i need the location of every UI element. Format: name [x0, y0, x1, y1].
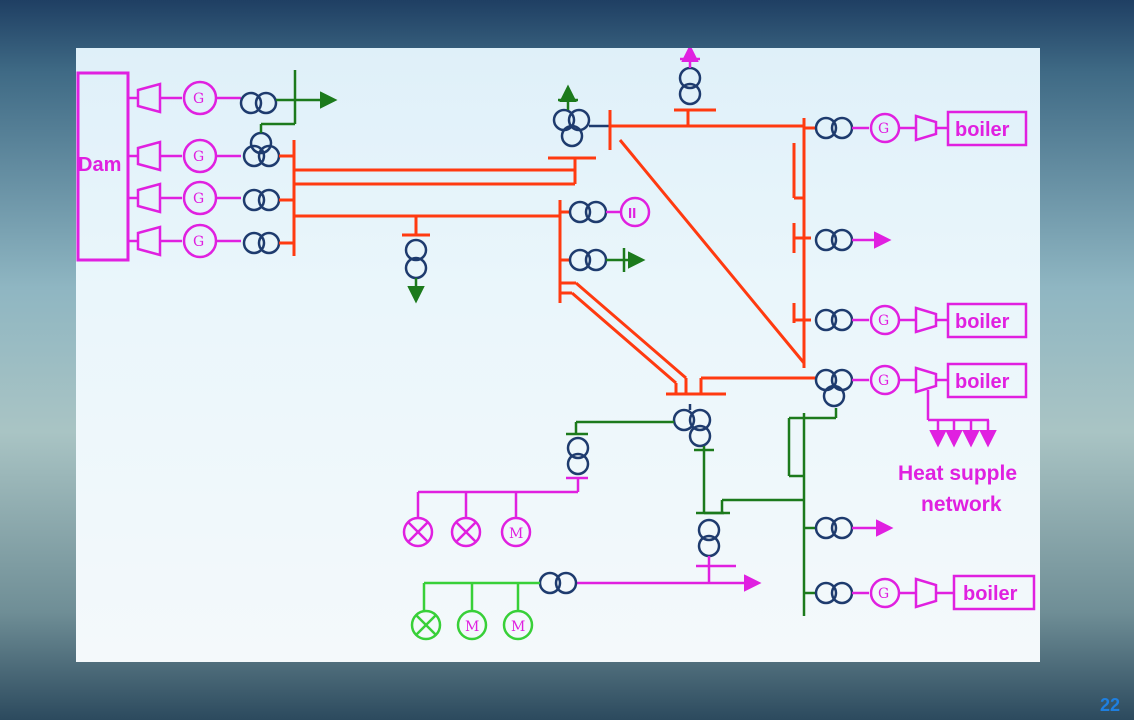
- transformer-icon: [568, 248, 592, 272]
- transformer-icon: [814, 116, 838, 140]
- lamp-load-icon: [410, 609, 442, 641]
- boiler-label: boiler: [955, 119, 1010, 141]
- center-cluster: II: [560, 196, 651, 272]
- top-transformer: [678, 48, 702, 106]
- boiler-label: boiler: [955, 311, 1010, 333]
- motor-icon: [456, 609, 488, 641]
- generator-label: G: [193, 149, 204, 165]
- transformer-icon: [566, 436, 590, 460]
- transformer-icon: [814, 516, 838, 540]
- svg-text:Dam: Dam: [78, 154, 121, 176]
- motor-label: M: [511, 619, 525, 635]
- motor-label: M: [509, 526, 523, 542]
- heat-network-label-2: network: [921, 493, 1002, 516]
- turbine-icon: [914, 114, 938, 142]
- lower-transformer: [672, 404, 712, 448]
- transformer-icon: [814, 308, 838, 332]
- diagonal-lines: [560, 281, 804, 396]
- generator-label: G: [878, 313, 889, 329]
- transformer-icon: [404, 238, 428, 262]
- load-transformer: M: [402, 436, 590, 548]
- motor-icon: [619, 196, 651, 228]
- center-top-transformer: [548, 84, 612, 160]
- generator-label: G: [193, 234, 204, 250]
- dam-green-feeder: [259, 70, 338, 133]
- transformer-icon: [814, 228, 838, 252]
- transformer-icon: [242, 144, 266, 168]
- mv-network: [566, 408, 838, 616]
- power-system-diagram: Dam G G G G: [76, 48, 1036, 641]
- transformer-icon: [697, 518, 721, 542]
- transformer-icon: [814, 581, 838, 605]
- motor-icon: [502, 609, 534, 641]
- dam-transformers: [239, 91, 281, 255]
- motor-icon: [500, 516, 532, 548]
- lamp-load-icon: [402, 516, 434, 548]
- right-lower-units: G boiler: [804, 516, 1036, 611]
- ii-label: II: [628, 205, 636, 222]
- lamp-load-icon: [450, 516, 482, 548]
- generator-label: G: [193, 191, 204, 207]
- bottom-transformer: [576, 518, 762, 592]
- generator-label: G: [878, 586, 889, 602]
- boiler-label: boiler: [963, 583, 1018, 605]
- generator-label: G: [878, 373, 889, 389]
- right-busbar: [792, 126, 816, 380]
- turbine-icon: [914, 366, 938, 394]
- right-units: G boiler G boiler G boiler: [814, 110, 1028, 516]
- turbine-icon: [128, 82, 182, 114]
- turbine-icon: [914, 306, 938, 334]
- generator-label: G: [193, 91, 204, 107]
- boiler-box: [946, 110, 1028, 147]
- motor-label: M: [465, 619, 479, 635]
- dam-units: [128, 80, 241, 259]
- boiler-box: [946, 362, 1028, 399]
- boiler-box: [946, 302, 1028, 339]
- transformer-icon: [672, 408, 696, 432]
- turbine-icon: [128, 182, 182, 214]
- turbine-icon: [128, 140, 182, 172]
- lv-network: M M: [410, 571, 578, 641]
- turbine-icon: [128, 225, 182, 257]
- slide-number: 22: [1099, 695, 1120, 715]
- transformer-icon: [568, 200, 592, 224]
- turbine-icon: [914, 577, 938, 609]
- transformer-icon: [242, 188, 266, 212]
- heat-network-label: Heat supple: [898, 462, 1017, 485]
- diagram-panel: Dam G G G G: [76, 48, 1040, 662]
- transformer-icon: [239, 91, 263, 115]
- boiler-label: boiler: [955, 371, 1010, 393]
- step-down-transformer: [401, 214, 430, 304]
- transformer-icon: [242, 231, 266, 255]
- boiler-box: [952, 574, 1036, 611]
- dam-busbar: [279, 140, 577, 303]
- generator-label: G: [878, 121, 889, 137]
- dam-block: Dam: [76, 71, 130, 262]
- hv-top-bus: [610, 108, 806, 368]
- heat-supply-feeders: [926, 390, 997, 448]
